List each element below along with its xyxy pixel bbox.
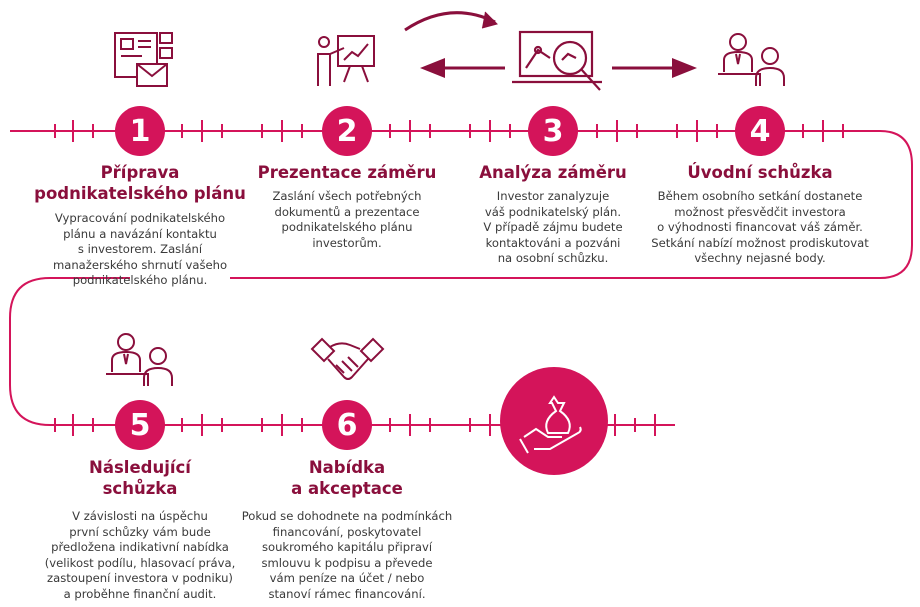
step-description: Investor zanalyzuje váš podnikatelský pl… xyxy=(483,189,623,265)
final-funding-circle xyxy=(500,367,608,475)
step-title: Úvodní schůzka xyxy=(687,163,833,182)
meeting-icon xyxy=(718,33,785,86)
step-description: Zaslání všech potřebných dokumentů a pre… xyxy=(272,189,422,250)
step-number-badge: 3 xyxy=(528,106,578,156)
money-bag-hand-icon xyxy=(519,395,582,454)
step-title: Prezentace záměru xyxy=(257,163,437,182)
step-number-badge: 5 xyxy=(115,400,165,450)
handshake-icon xyxy=(310,337,385,380)
step-title: Příprava podnikatelského plánu xyxy=(34,163,246,203)
step-number-badge: 4 xyxy=(735,106,785,156)
laptop-analysis-icon xyxy=(512,30,602,91)
step-description: V závislosti na úspěchu první schůzky vá… xyxy=(44,509,236,601)
step-number-badge: 1 xyxy=(115,106,165,156)
meeting-icon xyxy=(106,333,173,386)
step-title: Analýza záměru xyxy=(479,163,627,182)
step-description: Vypracování podnikatelského plánu a navá… xyxy=(52,211,228,287)
step-description: Během osobního setkání dostanete možnost… xyxy=(651,189,869,265)
presentation-icon xyxy=(317,35,375,86)
step-title: Následující schůzka xyxy=(89,458,191,498)
step-description: Pokud se dohodnete na podmínkách financo… xyxy=(241,509,453,601)
documents-mail-icon xyxy=(114,32,173,87)
step-number-badge: 6 xyxy=(322,400,372,450)
step-number-badge: 2 xyxy=(322,106,372,156)
step-title: Nabídka a akceptace xyxy=(291,458,403,498)
